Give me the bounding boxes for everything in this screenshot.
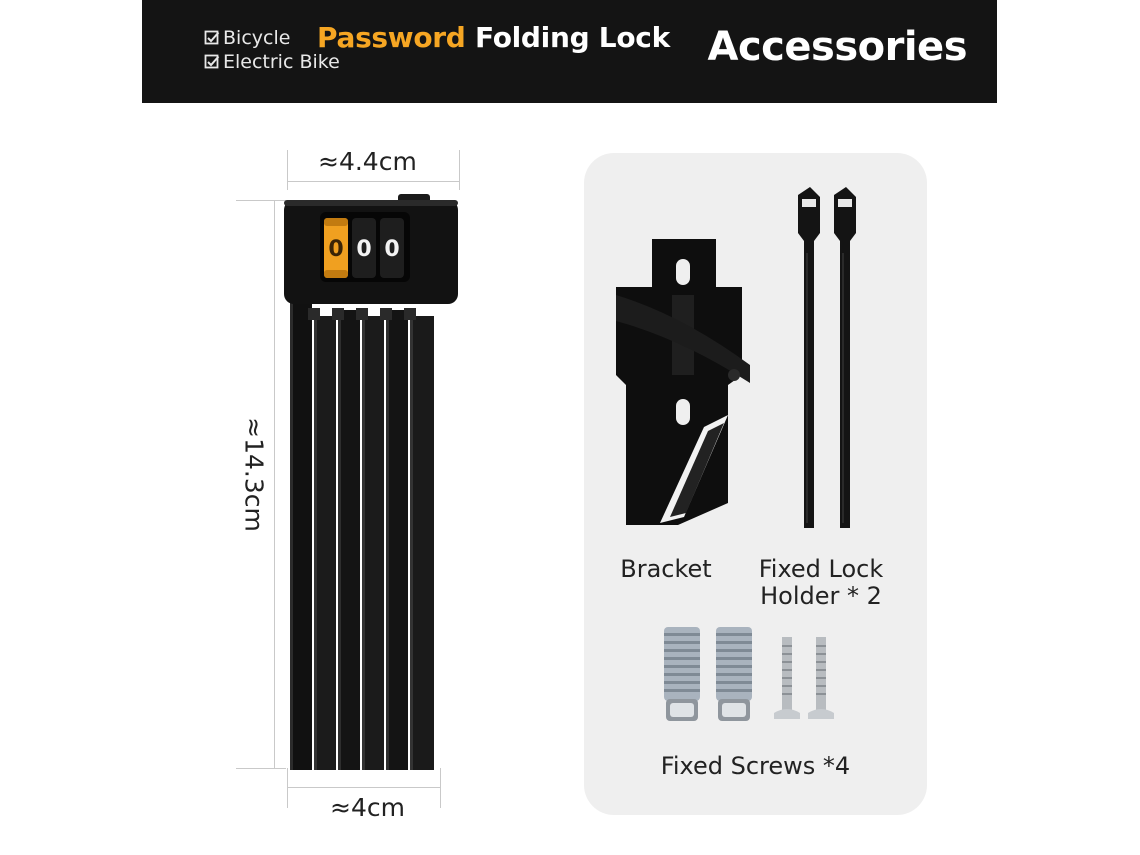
threaded-insert-1	[664, 627, 700, 721]
dim-width-bottom: ≈4cm	[330, 793, 405, 822]
screws-image	[664, 627, 834, 721]
dial-digit-1: 0	[328, 237, 343, 262]
screw-1	[774, 637, 800, 719]
compat-label: Bicycle	[223, 27, 291, 49]
dial-digit-2: 0	[356, 237, 371, 262]
dim-left-line	[274, 200, 275, 768]
header-banner: Bicycle Electric Bike Password Folding L…	[142, 0, 997, 103]
dim-top-left-tick	[287, 150, 288, 190]
dial-digit-3: 0	[384, 237, 399, 262]
dim-left-bottom-tick	[236, 768, 286, 769]
screws-label: Fixed Screws *4	[660, 752, 851, 780]
strap-right	[834, 187, 856, 528]
compat-item-electric-bike: Electric Bike	[204, 50, 340, 74]
threaded-insert-2	[716, 627, 752, 721]
compatibility-list: Bicycle Electric Bike	[204, 26, 340, 74]
bracket-label: Bracket	[620, 555, 712, 583]
dim-bottom-line	[287, 787, 441, 788]
dim-top-line	[287, 181, 460, 182]
folding-lock-image: 0 0 0	[284, 194, 458, 770]
combination-dials: 0 0 0	[324, 218, 404, 278]
dim-left-top-tick	[236, 200, 286, 201]
bracket-image	[616, 239, 750, 525]
product-title: Password Folding Lock	[317, 21, 670, 54]
product-title-rest: Folding Lock	[465, 21, 670, 54]
dim-top-right-tick	[459, 150, 460, 190]
dim-width-top: ≈4.4cm	[318, 147, 417, 176]
lock-bars	[290, 302, 434, 770]
dim-bottom-right-tick	[440, 768, 441, 808]
compat-item-bicycle: Bicycle	[204, 26, 340, 50]
accessories-panel: Bracket Fixed Lock Holder * 2	[584, 153, 927, 815]
dim-bottom-left-tick	[287, 768, 288, 808]
compat-label: Electric Bike	[223, 51, 340, 73]
checkbox-icon	[204, 54, 220, 69]
screw-2	[808, 637, 834, 719]
lock-holder-image	[798, 187, 856, 528]
strap-left	[798, 187, 820, 528]
checkbox-icon	[204, 30, 220, 45]
section-title: Accessories	[707, 24, 968, 70]
lock-holder-label: Fixed Lock Holder * 2	[758, 555, 884, 610]
dim-height: ≈14.3cm	[239, 417, 269, 532]
product-title-accent: Password	[317, 21, 466, 54]
